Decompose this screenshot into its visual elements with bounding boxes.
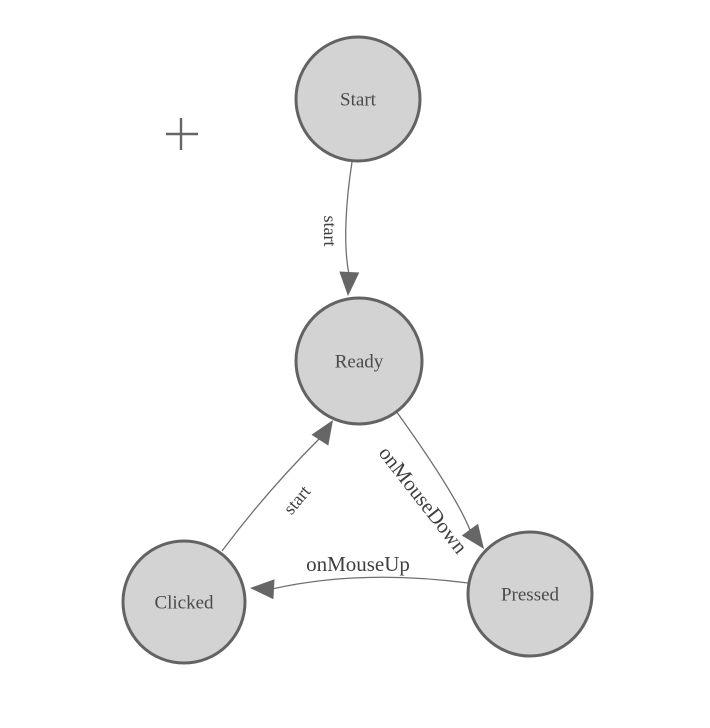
state-node-ready[interactable]: Ready bbox=[294, 296, 424, 426]
edge-line[interactable] bbox=[271, 576, 469, 590]
edge-label-onmousedown: onMouseDown bbox=[374, 441, 473, 558]
edge-line[interactable] bbox=[395, 410, 471, 531]
edge-label-start: start bbox=[320, 216, 340, 247]
edge-pressed-to-clicked[interactable]: onMouseUp bbox=[250, 552, 469, 600]
state-label: Pressed bbox=[501, 584, 560, 605]
state-label: Ready bbox=[335, 351, 384, 372]
edge-line[interactable] bbox=[221, 437, 321, 552]
state-node-clicked[interactable]: Clicked bbox=[121, 539, 247, 665]
state-label: Clicked bbox=[154, 592, 214, 613]
edge-start-to-ready[interactable]: start bbox=[320, 161, 360, 296]
state-node-start[interactable]: Start bbox=[294, 35, 422, 163]
state-circle[interactable] bbox=[466, 530, 594, 658]
state-node-pressed[interactable]: Pressed bbox=[466, 530, 594, 658]
state-circle[interactable] bbox=[121, 539, 247, 665]
arrowhead-icon bbox=[250, 579, 275, 600]
state-circle[interactable] bbox=[294, 35, 422, 163]
edge-ready-to-pressed[interactable]: onMouseDown bbox=[374, 410, 484, 559]
state-circle[interactable] bbox=[294, 296, 424, 426]
state-label: Start bbox=[340, 89, 377, 110]
arrowhead-icon bbox=[339, 271, 360, 296]
crosshair-cursor bbox=[166, 118, 198, 150]
edge-label-onmouseup: onMouseUp bbox=[306, 552, 410, 576]
arrowhead-icon bbox=[311, 420, 333, 446]
arrowhead-icon bbox=[461, 523, 484, 549]
edge-clicked-to-ready[interactable]: start bbox=[221, 420, 333, 552]
edge-label-start: start bbox=[279, 482, 314, 519]
edge-line[interactable] bbox=[345, 161, 353, 275]
